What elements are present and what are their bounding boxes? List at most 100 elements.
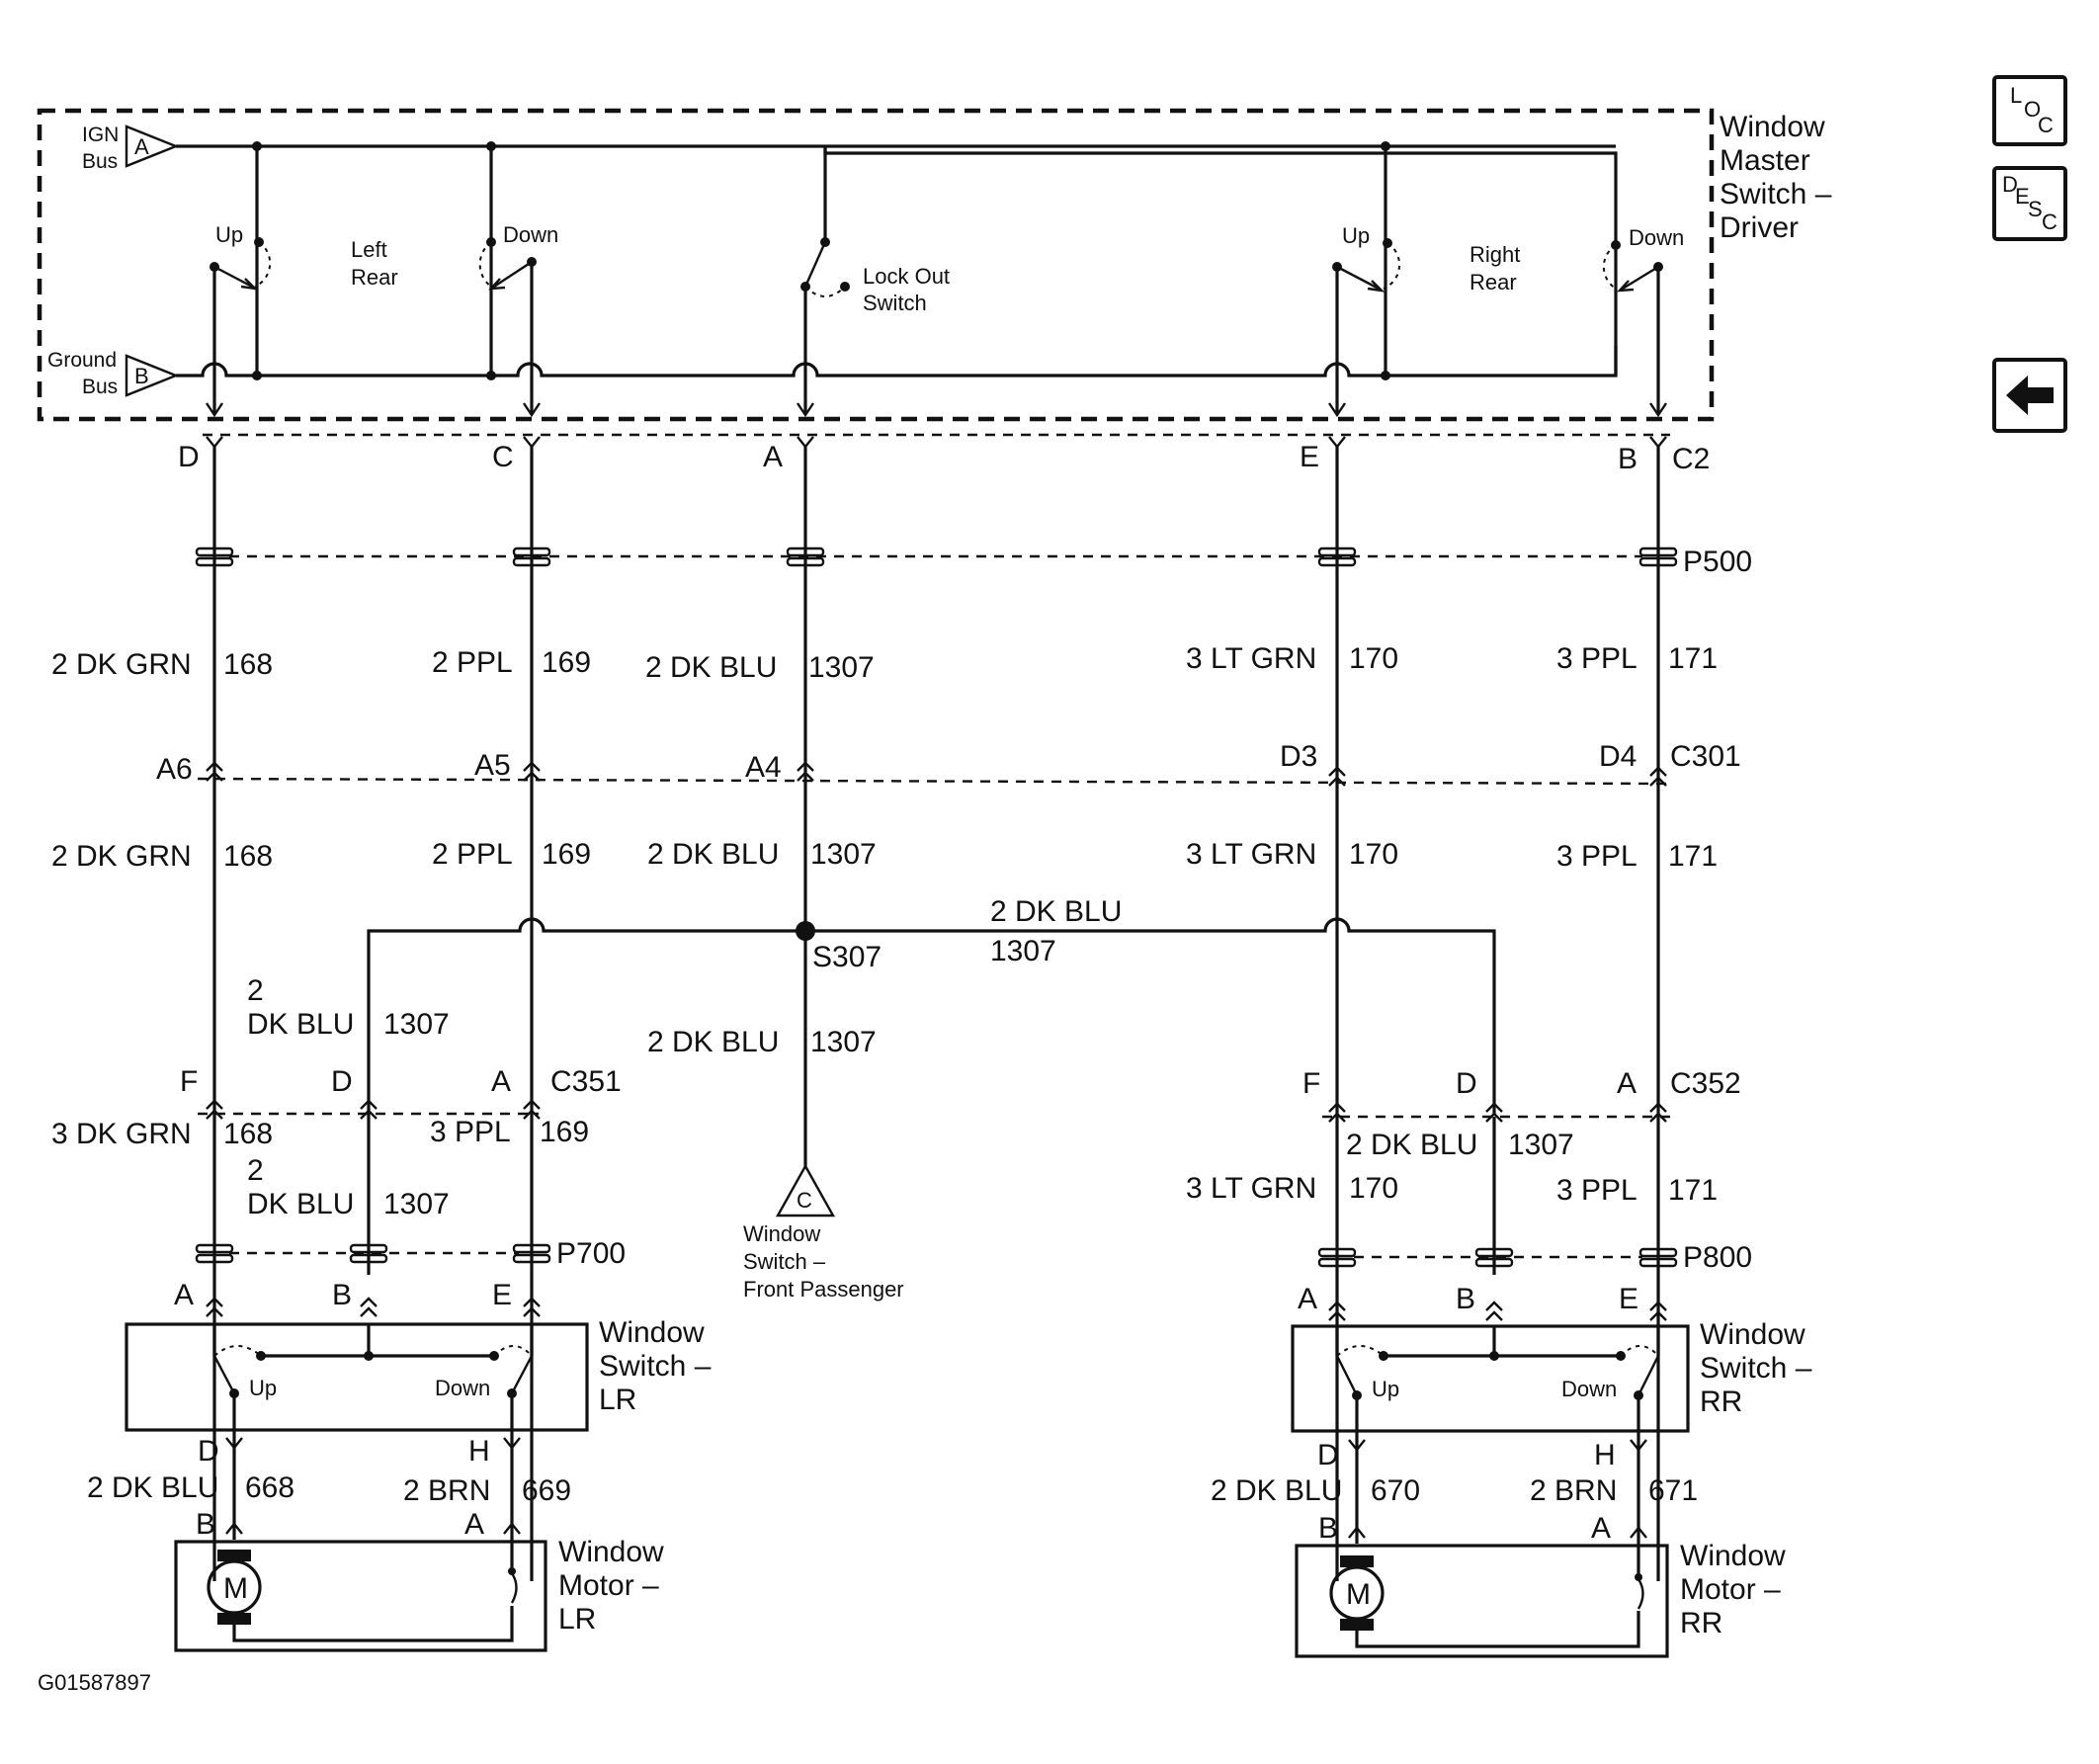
c301-pin-d4: D4	[1599, 740, 1637, 773]
c301-pin-a4: A4	[745, 751, 782, 784]
lr-motor-pin-a: A	[464, 1508, 484, 1541]
c301-pin-a6: A6	[156, 753, 193, 786]
wire-labels-middle: 2 DK GRN 168 2 PPL 169 2 DK BLU 1307 3 L…	[51, 838, 1718, 873]
wire-labels-upper: 2 DK GRN 168 2 PPL 169 2 DK BLU 1307 3 L…	[51, 642, 1718, 684]
rr-w2-color: 2 DK BLU	[1346, 1129, 1477, 1161]
master-switch: Window Master Switch – Driver IGN Bus A …	[37, 108, 1832, 422]
ign-bus-label-1: IGN	[82, 124, 119, 146]
wire-1307-number: 1307	[808, 651, 875, 684]
mid-170-number: 170	[1349, 838, 1398, 871]
master-switch-title-4: Driver	[1720, 211, 1799, 244]
c2-label: C2	[1672, 443, 1710, 475]
rr-motor-pin-b: B	[1318, 1512, 1338, 1545]
c2-pin-a: A	[763, 441, 783, 473]
left-branch-gauge: 2	[247, 974, 264, 1007]
ground-pin: B	[134, 364, 149, 388]
wire-1307-color: 2 DK BLU	[645, 651, 777, 684]
mid-168-number: 168	[223, 840, 273, 873]
desc-letter-s: S	[2028, 197, 2043, 221]
wire-170-number: 170	[1349, 642, 1398, 675]
c351-pin-a: A	[491, 1065, 511, 1098]
right-rear-label-1: Right	[1469, 242, 1520, 267]
desc-letter-e: E	[2015, 184, 2030, 209]
loc-letter-c: C	[2038, 113, 2054, 137]
p800-label: P800	[1683, 1241, 1752, 1274]
wire-171-color: 3 PPL	[1556, 642, 1637, 675]
lr-up-label: Up	[215, 222, 243, 247]
mid-169-number: 169	[542, 838, 591, 871]
mid-169-color: 2 PPL	[432, 838, 513, 871]
rr-motor-pin-a: A	[1591, 1512, 1611, 1545]
wire-168-number: 168	[223, 648, 273, 681]
lr-down-label: Down	[503, 222, 558, 247]
desc-letter-c: C	[2042, 210, 2057, 234]
wire-168-color: 2 DK GRN	[51, 648, 192, 681]
rr-m1-number: 670	[1371, 1474, 1420, 1507]
rr-switch-pin-e: E	[1619, 1283, 1638, 1315]
rr-m1-color: 2 DK BLU	[1211, 1474, 1342, 1507]
mid-171-number: 171	[1668, 840, 1718, 873]
mid-170-color: 3 LT GRN	[1186, 838, 1316, 871]
c351-label: C351	[550, 1065, 622, 1098]
master-switch-title-2: Master	[1720, 144, 1810, 177]
lr-out-pin-h: H	[468, 1435, 490, 1468]
lr-w2-gauge: 2	[247, 1154, 264, 1187]
c2-pin-b: B	[1618, 443, 1637, 475]
rr-switch-up: Up	[1372, 1377, 1399, 1401]
master-switch-title-1: Window	[1720, 111, 1825, 143]
splice-wire-color: 2 DK BLU	[990, 895, 1122, 928]
lr-switch-down: Down	[435, 1376, 490, 1400]
c352-pin-f: F	[1302, 1067, 1320, 1100]
lr-switch-pin-b: B	[332, 1279, 352, 1311]
rr-section: F D A C352 2 DK BLU 1307 3 LT GRN 170 3 …	[1186, 1067, 1812, 1658]
loc-button[interactable]: L O C	[1992, 75, 2067, 146]
back-button[interactable]	[1992, 358, 2067, 433]
rr-w3-color: 3 PPL	[1556, 1174, 1637, 1207]
ign-pin: A	[134, 134, 149, 159]
c301-label: C301	[1670, 740, 1741, 773]
rr-switch-label-2: Switch –	[1700, 1352, 1812, 1385]
lr-w3-color: 3 PPL	[430, 1116, 511, 1148]
desc-button[interactable]: D E S C	[1992, 166, 2067, 241]
lr-switch-pin-e: E	[492, 1279, 512, 1311]
rr-motor-label-3: RR	[1680, 1607, 1722, 1639]
p500-label: P500	[1683, 546, 1752, 578]
left-rear-label-2: Rear	[351, 265, 398, 290]
c2-pin-d: D	[178, 441, 200, 473]
center-drop-color: 2 DK BLU	[647, 1026, 779, 1058]
lr-motor-pin-b: B	[196, 1508, 215, 1541]
left-arrow-icon	[2006, 376, 2054, 415]
lr-switch-pin-a: A	[174, 1279, 194, 1311]
rr-motor-label-2: Motor –	[1680, 1573, 1781, 1606]
lr-switch-label-3: LR	[599, 1384, 636, 1416]
master-switch-title-3: Switch –	[1720, 178, 1832, 210]
rr-switch-down: Down	[1561, 1377, 1617, 1401]
lr-m2-color: 2 BRN	[403, 1474, 490, 1507]
c301-pin-a5: A5	[474, 749, 511, 782]
rr-m2-number: 671	[1648, 1474, 1698, 1507]
lr-out-pin-d: D	[198, 1435, 219, 1468]
ground-bus-label-2: Bus	[82, 376, 118, 398]
rr-out-pin-h: H	[1594, 1439, 1616, 1471]
rr-switch-label-1: Window	[1700, 1318, 1805, 1351]
lr-w2-number: 1307	[383, 1188, 450, 1220]
left-branch-color: DK BLU	[247, 1008, 354, 1041]
main-wires	[212, 447, 1660, 1581]
figure-id: G01587897	[38, 1670, 151, 1695]
master-switch-border	[37, 108, 1715, 422]
c2-pin-c: C	[492, 441, 514, 473]
splice-wire-number: 1307	[990, 935, 1056, 967]
passenger-ref-label-1: Window	[743, 1221, 820, 1246]
rr-down-label: Down	[1629, 225, 1684, 250]
p700-label: P700	[556, 1237, 626, 1270]
passenger-ref-label-2: Switch –	[743, 1249, 826, 1274]
lr-m1-color: 2 DK BLU	[87, 1471, 218, 1504]
mid-1307-color: 2 DK BLU	[647, 838, 779, 871]
lr-w1-number: 168	[223, 1118, 273, 1150]
loc-letter-o: O	[2024, 97, 2041, 122]
ground-bus-label-1: Ground	[47, 349, 117, 372]
lr-motor-label-2: Motor –	[558, 1569, 659, 1602]
rr-out-pin-d: D	[1317, 1439, 1339, 1471]
c2-pin-e: E	[1300, 441, 1319, 473]
desc-letter-d: D	[2002, 172, 2018, 197]
